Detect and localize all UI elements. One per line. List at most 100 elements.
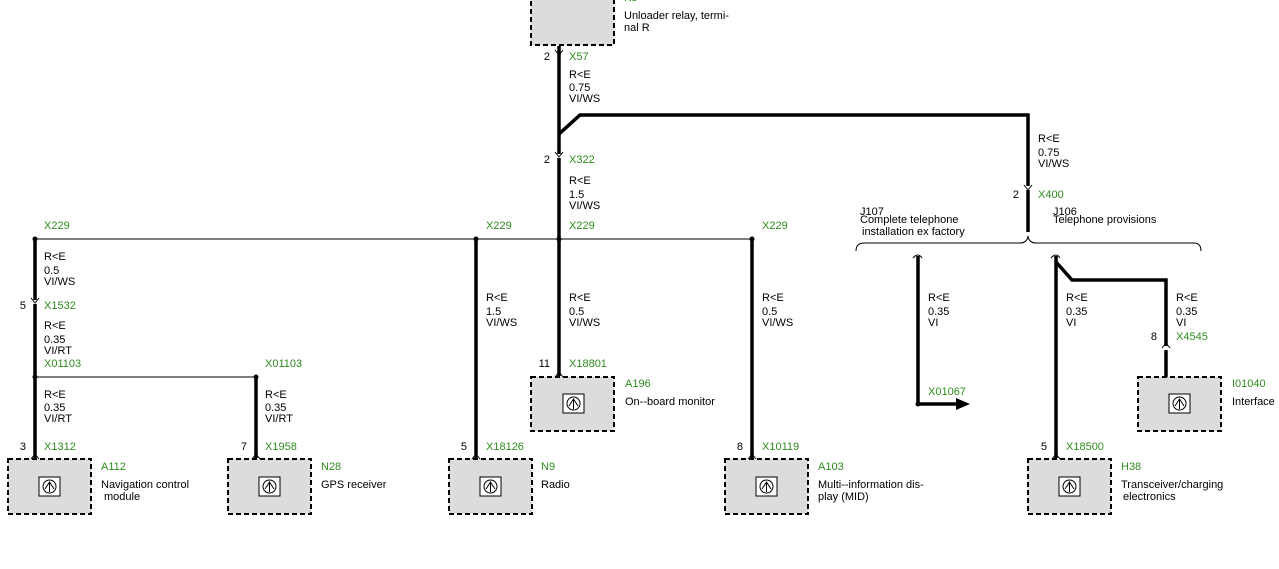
pin-number-x18126: 5	[461, 441, 467, 453]
wire-color: VI/RT	[44, 345, 72, 357]
wire-size: 0.35	[44, 334, 65, 346]
connector-x18801[interactable]: X18801	[569, 358, 607, 370]
connector-x229-center[interactable]: X229	[569, 220, 595, 232]
connector-x1958[interactable]: X1958	[265, 441, 297, 453]
pin-number-x18500: 5	[1041, 441, 1047, 453]
component-label-k5-line1: Unloader relay, termi-	[624, 10, 729, 22]
component-box[interactable]	[530, 0, 615, 46]
wire-size: 0.5	[44, 265, 59, 277]
wire-to-x4545	[1054, 260, 1168, 346]
component-a103[interactable]	[724, 458, 809, 515]
component-icon	[258, 476, 281, 497]
component-a196[interactable]	[530, 376, 615, 432]
component-label-a112-line1: Navigation control	[101, 479, 189, 491]
wire-signal: R<E	[1176, 292, 1198, 304]
connector-x229-left[interactable]: X229	[44, 220, 70, 232]
connector-x322[interactable]: X322	[569, 154, 595, 166]
component-i01040[interactable]	[1137, 376, 1222, 432]
component-a112[interactable]	[7, 458, 92, 515]
wire-size: 0.75	[569, 82, 590, 94]
component-label-a103-line2: play (MID)	[818, 491, 869, 503]
wire-label-w13: R<E 0.35 VI	[1176, 292, 1198, 329]
pin-mark-x1312	[30, 453, 40, 460]
option-braces	[855, 235, 1202, 259]
component-icon	[479, 476, 502, 497]
component-label-a112-line2: module	[104, 491, 140, 503]
component-k5[interactable]	[530, 0, 615, 46]
wire-size: 0.35	[1066, 306, 1087, 318]
connector-x1312[interactable]: X1312	[44, 441, 76, 453]
component-label-k5-line2: nal R	[624, 22, 650, 34]
wire-branch-telephone	[557, 113, 1030, 186]
component-h38[interactable]	[1027, 458, 1112, 515]
pin-mark-x18801	[554, 371, 564, 378]
connector-x400[interactable]: X400	[1038, 189, 1064, 201]
connector-x01103-right[interactable]: X01103	[265, 358, 302, 370]
wire-signal: R<E	[569, 175, 591, 187]
component-box[interactable]	[1027, 458, 1112, 515]
component-code-a103: A103	[818, 461, 844, 473]
splice-x229-left	[32, 236, 38, 242]
component-code-n28: N28	[321, 461, 341, 473]
wire-signal: R<E	[762, 292, 784, 304]
wire-size: 0.35	[928, 306, 949, 318]
component-box[interactable]	[7, 458, 92, 515]
wire-color: VI/WS	[44, 276, 75, 288]
pin-mark-x18500	[1051, 453, 1061, 460]
pin-number-x57: 2	[544, 51, 550, 63]
splice-x01103-left	[32, 374, 38, 380]
splice-x229-radio	[473, 236, 479, 242]
connector-x1532[interactable]: X1532	[44, 300, 76, 312]
component-n9[interactable]	[448, 458, 533, 515]
component-icon	[562, 393, 585, 414]
component-label-a103-line1: Multi--information dis-	[818, 479, 924, 491]
wire-label-w6: R<E 0.35 VI/RT	[44, 389, 72, 425]
pin-mark-x1958	[251, 453, 261, 460]
wire-size: 0.35	[265, 402, 286, 414]
wire-signal: R<E	[486, 292, 508, 304]
connector-x57[interactable]: X57	[569, 51, 589, 63]
component-label-h38-line2: electronics	[1123, 491, 1176, 503]
option-label-j107-line1: Complete telephone	[860, 214, 958, 226]
component-label-n28: GPS receiver	[321, 479, 387, 491]
component-icon	[1168, 393, 1191, 414]
brace-j107-tick	[912, 254, 923, 259]
wire-signal: R<E	[265, 389, 287, 401]
wire-color: VI/WS	[569, 317, 600, 329]
connector-x229-mid[interactable]: X229	[762, 220, 788, 232]
component-icon	[38, 476, 61, 497]
pin-marks	[30, 49, 1171, 460]
wire-size: 0.75	[1038, 147, 1059, 159]
component-n28[interactable]	[227, 458, 312, 515]
wire-signal: R<E	[569, 292, 591, 304]
connector-x4545[interactable]: X4545	[1176, 331, 1208, 343]
splice-x01067	[915, 401, 921, 407]
connector-x18500[interactable]: X18500	[1066, 441, 1104, 453]
connector-x01067[interactable]: X01067	[928, 386, 966, 398]
wire-signal: R<E	[44, 320, 66, 332]
wire-color: VI/RT	[44, 413, 72, 425]
pin-number-x10119: 8	[737, 441, 743, 453]
option-label-j107-line2: installation ex factory	[862, 226, 965, 238]
pin-mark-x322	[554, 151, 564, 158]
splice-x229-center	[556, 236, 562, 242]
wire-label-w9: R<E 0.5 VI/WS	[569, 292, 600, 329]
option-code-j107: J107	[860, 206, 884, 218]
wire-color: VI/WS	[569, 93, 600, 105]
wire-signal: R<E	[569, 69, 591, 81]
connector-x229-radio[interactable]: X229	[486, 220, 512, 232]
wire-size: 0.35	[1176, 306, 1197, 318]
connector-x18126[interactable]: X18126	[486, 441, 524, 453]
connector-x01103-left[interactable]: X01103	[44, 358, 81, 370]
connector-x10119[interactable]: X10119	[762, 441, 799, 453]
wire-color: VI/WS	[569, 200, 600, 212]
wire-signal: R<E	[1066, 292, 1088, 304]
wire-label-w3: R<E 1.5 VI/WS	[569, 175, 600, 212]
pin-mark-x400	[1023, 184, 1033, 191]
splice-x229-mid	[749, 236, 755, 242]
component-label-h38-line1: Transceiver/charging	[1121, 479, 1223, 491]
wire-color: VI/WS	[1038, 158, 1069, 170]
option-label-j106: Telephone provisions	[1053, 214, 1157, 226]
component-code-a112: A112	[101, 461, 126, 473]
